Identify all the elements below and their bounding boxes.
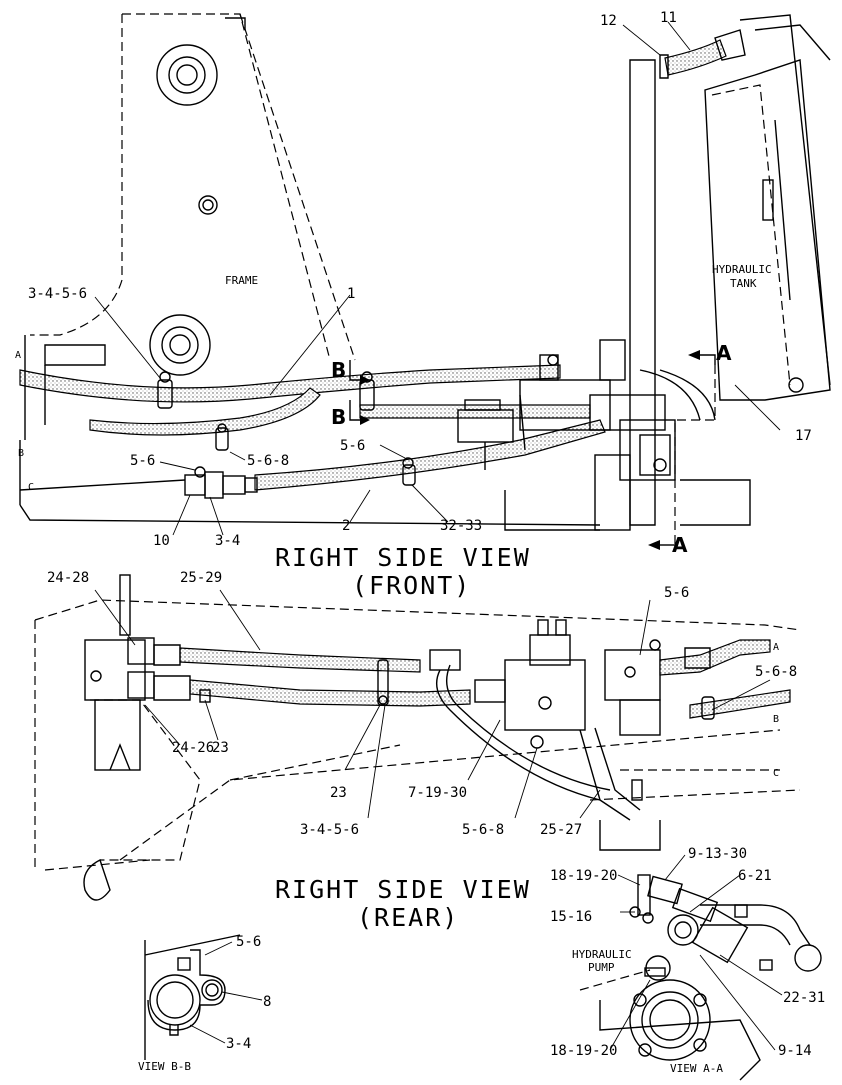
bb-clamp	[147, 949, 226, 1031]
hose-main-top	[19, 364, 561, 403]
callout-24-28: 24-28	[47, 570, 89, 586]
hydraulic-tank	[704, 59, 831, 401]
callout-12: 12	[600, 13, 617, 29]
callout-18-19-20-top: 18-19-20	[550, 868, 617, 884]
bb-hose-large	[149, 974, 201, 1026]
section-b-bottom-letter: B	[331, 405, 346, 429]
rear-view-title: RIGHT SIDE VIEW	[275, 875, 531, 904]
gauge-assembly	[457, 399, 514, 470]
hose-11	[664, 39, 727, 76]
callout-9-13-30: 9-13-30	[688, 846, 747, 862]
callout-5-6-8-rear-right: 5-6-8	[755, 664, 797, 680]
callout-5-6-bb: 5-6	[236, 934, 261, 950]
clamp-56-front	[194, 457, 416, 486]
hydraulic-tank-label-line1: HYDRAULIC	[712, 263, 772, 276]
section-b-top-letter: B	[331, 358, 346, 382]
callout-9-14: 9-14	[778, 1043, 812, 1059]
callout-3-4-5-6-rear: 3-4-5-6	[300, 822, 359, 838]
tank-column	[629, 59, 656, 526]
view-aa-title: VIEW A-A	[670, 1062, 723, 1075]
rear-view: A B C 24-28 25-29 5-6 5-6-8 23 24-26 23 …	[34, 570, 801, 932]
marker-a-front: A	[15, 350, 21, 361]
hose-mid	[89, 387, 321, 436]
frame-boss-top	[156, 44, 218, 106]
callout-5-6-front-right: 5-6	[340, 438, 365, 454]
callout-15-16: 15-16	[550, 909, 592, 925]
control-valve-rear	[429, 619, 661, 749]
callout-5-6-8-front: 5-6-8	[247, 453, 289, 469]
callout-3-4-front: 3-4	[215, 533, 240, 549]
callout-2: 2	[342, 518, 350, 534]
rear-bracket	[84, 574, 155, 771]
callout-8: 8	[263, 994, 271, 1010]
callout-1: 1	[347, 286, 355, 302]
marker-a-rear: A	[773, 642, 779, 653]
front-view-subtitle: (FRONT)	[352, 571, 471, 600]
hydraulic-tank-label-line2: TANK	[730, 277, 757, 290]
view-bb-title: VIEW B-B	[138, 1060, 191, 1073]
frame-boss-bottom	[149, 314, 211, 376]
bb-hose-small	[201, 979, 223, 1001]
callout-5-6-front-left: 5-6	[130, 453, 155, 469]
callout-6-21: 6-21	[738, 868, 772, 884]
frame-label: FRAME	[225, 274, 258, 287]
fitting-10	[184, 471, 258, 499]
front-view-title: RIGHT SIDE VIEW	[275, 543, 531, 572]
callout-23-center: 23	[330, 785, 347, 801]
hose-2	[254, 419, 606, 491]
callout-23-left: 23	[212, 740, 229, 756]
callout-7-19-30: 7-19-30	[408, 785, 467, 801]
callout-3-4-bb: 3-4	[226, 1036, 251, 1052]
callout-3-4-5-6-front: 3-4-5-6	[28, 286, 87, 302]
callout-22-31: 22-31	[783, 990, 825, 1006]
callout-17: 17	[795, 428, 812, 444]
callout-32-33: 32-33	[440, 518, 482, 534]
view-b-b: 5-6 8 3-4 VIEW B-B	[138, 934, 271, 1073]
rear-frame-outline	[34, 599, 801, 631]
clamp-568-front	[215, 423, 229, 451]
marker-c-rear: C	[773, 768, 779, 779]
marker-c-front: C	[28, 482, 34, 493]
callout-25-29: 25-29	[180, 570, 222, 586]
marker-b-front: B	[18, 448, 24, 459]
view-a-a: 18-19-20 9-13-30 6-21 15-16 22-31 18-19-…	[550, 846, 825, 1081]
frame-boss-middle	[198, 195, 218, 215]
section-line-a	[674, 365, 716, 545]
callout-5-6-rear: 5-6	[664, 585, 689, 601]
section-a-bottom-letter: A	[672, 533, 688, 557]
callout-25-27: 25-27	[540, 822, 582, 838]
section-a-top-letter: A	[716, 341, 732, 365]
marker-b-rear: B	[773, 714, 779, 725]
callout-11: 11	[660, 10, 677, 26]
hose-23	[189, 679, 471, 707]
callout-5-6-8-rear-bottom: 5-6-8	[462, 822, 504, 838]
rear-view-subtitle: (REAR)	[357, 903, 459, 932]
aa-pump-body	[629, 979, 711, 1061]
hydraulic-pump-label-line1: HYDRAULIC	[572, 948, 632, 961]
front-view: B B A A A B C FRAME HYDRAULIC TANK 12 11…	[15, 10, 831, 600]
callout-18-19-20-bottom: 18-19-20	[550, 1043, 617, 1059]
callout-10: 10	[153, 533, 170, 549]
hydraulic-pump-label-line2: PUMP	[588, 961, 615, 974]
clamp-3456	[157, 371, 173, 409]
control-valve-front	[519, 339, 716, 531]
frame-outline	[30, 13, 331, 361]
callout-24-26: 24-26	[172, 740, 214, 756]
